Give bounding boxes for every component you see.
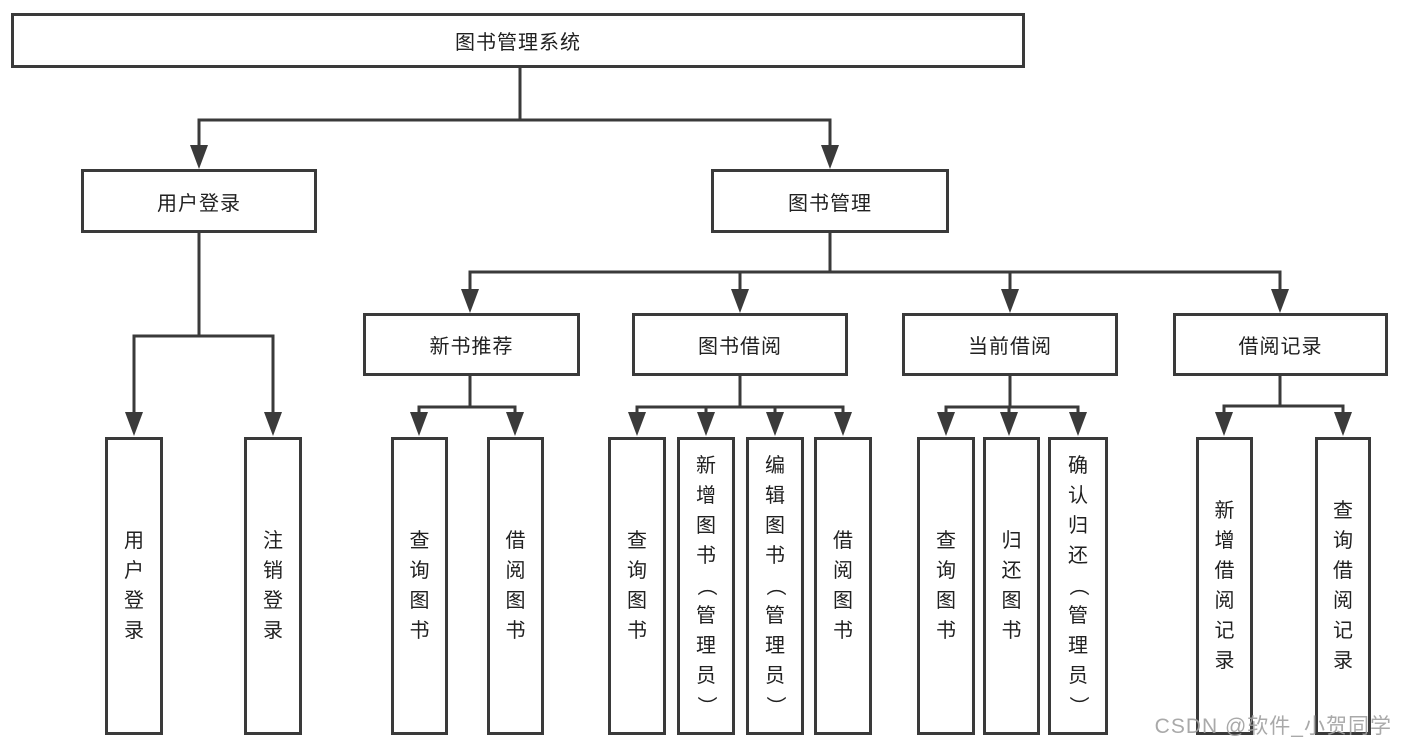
arrowheads bbox=[125, 145, 1352, 436]
arrow-to-leaf-logout bbox=[264, 412, 282, 436]
edge-borrow-branch bbox=[635, 405, 845, 418]
node-new-book-recommend: 新书推荐 bbox=[363, 313, 580, 376]
arrow-borrow-add bbox=[697, 412, 715, 436]
leaf-user-login: 用户登录 bbox=[105, 437, 163, 735]
arrow-borrow-edit bbox=[766, 412, 784, 436]
arrow-to-newbook bbox=[461, 289, 479, 313]
node-current-borrow: 当前借阅 bbox=[902, 313, 1118, 376]
node-root-library-system: 图书管理系统 bbox=[11, 13, 1025, 68]
leaf-current-confirm-return-admin: 确认归还（管理员） bbox=[1048, 437, 1108, 735]
arrow-records-add bbox=[1215, 412, 1233, 436]
node-book-management: 图书管理 bbox=[711, 169, 949, 233]
arrow-borrow-borrow bbox=[834, 412, 852, 436]
leaf-borrow-edit-books-admin: 编辑图书（管理员） bbox=[746, 437, 804, 735]
arrow-to-bookborrow bbox=[731, 289, 749, 313]
arrow-borrow-query bbox=[628, 412, 646, 436]
arrow-newbook-query bbox=[410, 412, 428, 436]
edge-current-branch bbox=[944, 405, 1080, 418]
node-user-login: 用户登录 bbox=[81, 169, 317, 233]
leaf-borrow-add-books-admin: 新增图书（管理员） bbox=[677, 437, 735, 735]
arrow-current-return bbox=[1000, 412, 1018, 436]
arrow-to-bookmgmt bbox=[821, 145, 839, 169]
arrow-to-records bbox=[1271, 289, 1289, 313]
leaf-records-query-record: 查询借阅记录 bbox=[1315, 437, 1371, 735]
arrow-to-currentborrow bbox=[1001, 289, 1019, 313]
node-book-borrow: 图书借阅 bbox=[632, 313, 848, 376]
edge-newbook-branch bbox=[417, 405, 517, 418]
edge-bookmgmt-middle-drops bbox=[738, 270, 1012, 295]
arrow-records-query bbox=[1334, 412, 1352, 436]
edge-userlogin-branch bbox=[132, 334, 275, 418]
arrow-to-leaf-userlogin bbox=[125, 412, 143, 436]
edge-bookmgmt-branch bbox=[468, 270, 1282, 295]
arrow-current-query bbox=[937, 412, 955, 436]
leaf-current-return-books: 归还图书 bbox=[983, 437, 1040, 735]
arrow-to-userlogin bbox=[190, 145, 208, 169]
edge-root-branch bbox=[197, 118, 832, 153]
leaf-records-add-record: 新增借阅记录 bbox=[1196, 437, 1253, 735]
leaf-borrow-borrow-books: 借阅图书 bbox=[814, 437, 872, 735]
leaf-logout: 注销登录 bbox=[244, 437, 302, 735]
edge-records-branch bbox=[1222, 404, 1345, 418]
arrow-newbook-borrow bbox=[506, 412, 524, 436]
leaf-borrow-query-books: 查询图书 bbox=[608, 437, 666, 735]
node-borrow-records: 借阅记录 bbox=[1173, 313, 1388, 376]
leaf-current-query-books: 查询图书 bbox=[917, 437, 975, 735]
leaf-newbook-query-books: 查询图书 bbox=[391, 437, 448, 735]
leaf-newbook-borrow-books: 借阅图书 bbox=[487, 437, 544, 735]
arrow-current-confirm bbox=[1069, 412, 1087, 436]
